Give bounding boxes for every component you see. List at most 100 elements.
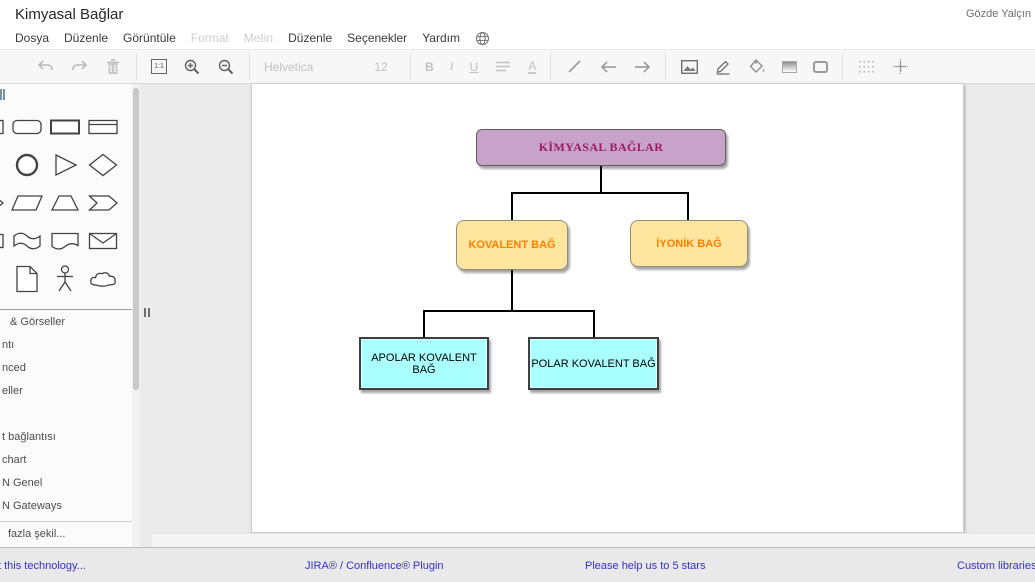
shape-envelope[interactable]: [84, 222, 122, 260]
section-gorseller[interactable]: & Görseller: [10, 315, 66, 328]
edge-kovalent-branch[interactable]: [423, 310, 595, 312]
node-polar-kovalent-bag[interactable]: POLAR KOVALENT BAĞ: [528, 337, 659, 390]
toolbar-style-group: [666, 58, 842, 76]
grid-icon[interactable]: [857, 58, 875, 76]
shape-note-clipped[interactable]: [0, 260, 8, 298]
toolbar-font-group: Helvetica 12: [250, 60, 410, 74]
node-apolar-kovalent-bag[interactable]: APOLAR KOVALENT BAĞ: [359, 337, 489, 390]
shape-diamond[interactable]: [84, 146, 122, 184]
shape-rectangle-titled[interactable]: [84, 108, 122, 146]
shape-parallelogram[interactable]: [8, 184, 46, 222]
shape-rectangle-clipped[interactable]: [0, 108, 8, 146]
sidebar-scrollbar-thumb[interactable]: [133, 88, 139, 390]
arrow-right-icon[interactable]: [633, 58, 651, 76]
edge-root-stem[interactable]: [600, 166, 602, 192]
shape-sections: & Görseller ntı nced eller t bağlantısı …: [0, 310, 133, 521]
section-flowchart[interactable]: chart: [2, 453, 27, 466]
horizontal-scrollbar[interactable]: [152, 533, 1035, 547]
image-icon[interactable]: [680, 58, 698, 76]
section-bpmn-gateways[interactable]: N Gateways: [2, 499, 62, 512]
edge-kovalent-apolar[interactable]: [423, 310, 425, 337]
section-bpmn-genel[interactable]: N Genel: [2, 476, 43, 489]
sidebar-collapse-handle[interactable]: [144, 308, 150, 317]
shape-rect-clipped[interactable]: [0, 222, 8, 260]
menu-duzenle-2[interactable]: Düzenle: [288, 31, 333, 45]
node-kimyasal-baglar[interactable]: KİMYASAL BAĞLAR: [476, 129, 726, 166]
technology-link[interactable]: t this technology...: [0, 560, 86, 572]
section-nti[interactable]: ntı: [2, 338, 15, 351]
shape-step-clipped[interactable]: [0, 184, 8, 222]
draw-color-icon[interactable]: [714, 58, 732, 76]
header: Kimyasal Bağlar Gözde Yalçın Dosya Düzen…: [0, 0, 1035, 49]
gradient-icon[interactable]: [782, 60, 798, 73]
jira-confluence-link[interactable]: JIRA® / Confluence® Plugin: [305, 560, 444, 572]
clipped-search-fragment: [0, 89, 5, 100]
toolbar-history-group: [22, 58, 136, 76]
toolbar: 1:1 Helvetica 12 B I U: [0, 49, 1035, 84]
toolbar-text-style-group: B I U A: [411, 58, 550, 76]
shape-sidebar: & Görseller ntı nced eller t bağlantısı …: [0, 84, 140, 547]
shape-trapezoid[interactable]: [46, 184, 84, 222]
edge-root-branch[interactable]: [511, 192, 689, 194]
line-icon[interactable]: [565, 58, 583, 76]
font-color-icon[interactable]: A: [528, 58, 537, 74]
font-size-select[interactable]: 12: [374, 59, 388, 74]
undo-icon[interactable]: [36, 58, 54, 76]
italic-icon[interactable]: I: [449, 59, 454, 73]
user-name: Gözde Yalçın: [966, 8, 1032, 20]
shape-note[interactable]: [8, 260, 46, 298]
node-iyonik-bag[interactable]: İYONİK BAĞ: [630, 220, 748, 267]
fill-color-icon[interactable]: [748, 58, 766, 76]
shape-palette: [0, 108, 122, 298]
toolbar-grid-group: [843, 58, 923, 76]
align-icon[interactable]: [494, 58, 512, 76]
shape-ellipse[interactable]: [8, 146, 46, 184]
statusbar: t this technology... JIRA® / Confluence®…: [0, 547, 1035, 582]
guides-icon[interactable]: [891, 58, 909, 76]
menu-secenekler[interactable]: Seçenekler: [347, 31, 408, 45]
edge-root-iyonik[interactable]: [687, 192, 689, 220]
section-eller[interactable]: eller: [2, 384, 23, 397]
edge-root-kovalent[interactable]: [511, 192, 513, 220]
more-shapes-link[interactable]: fazla şekil...: [8, 528, 66, 540]
menu-duzenle[interactable]: Düzenle: [64, 31, 109, 45]
drawing-page[interactable]: KİMYASAL BAĞLAR KOVALENT BAĞ İYONİK BAĞ …: [251, 84, 964, 533]
shape-cloud[interactable]: [84, 260, 122, 298]
menu-goruntule[interactable]: Görüntüle: [123, 31, 176, 45]
zoom-in-icon[interactable]: [183, 58, 201, 76]
menu-dosya[interactable]: Dosya: [15, 31, 50, 45]
menu-metin: Metin: [243, 31, 274, 45]
rate-us-link[interactable]: Please help us to 5 stars: [585, 560, 706, 572]
shadow-outline-icon[interactable]: [813, 60, 829, 73]
shape-ellipse-clipped[interactable]: [0, 146, 8, 184]
document-title: Kimyasal Bağlar: [15, 6, 124, 23]
arrow-left-icon[interactable]: [599, 58, 617, 76]
toolbar-divider: [665, 53, 667, 80]
bold-icon[interactable]: B: [425, 59, 434, 74]
canvas-area[interactable]: KİMYASAL BAĞLAR KOVALENT BAĞ İYONİK BAĞ …: [140, 84, 1035, 547]
section-baglantisi[interactable]: t bağlantısı: [2, 430, 56, 443]
shape-actor[interactable]: [46, 260, 84, 298]
shape-document[interactable]: [46, 222, 84, 260]
edge-kovalent-stem[interactable]: [511, 270, 513, 310]
zoom-out-icon[interactable]: [217, 58, 235, 76]
toolbar-divider: [249, 53, 250, 80]
delete-icon[interactable]: [104, 58, 122, 76]
custom-libraries-link[interactable]: Custom libraries: [957, 560, 1035, 572]
shape-step[interactable]: [84, 184, 122, 222]
shape-rounded-rectangle[interactable]: [8, 108, 46, 146]
edge-kovalent-polar[interactable]: [593, 310, 595, 337]
shape-rectangle[interactable]: [46, 108, 84, 146]
shape-triangle[interactable]: [46, 146, 84, 184]
redo-icon[interactable]: [70, 58, 88, 76]
section-clipped[interactable]: [0, 402, 133, 425]
language-globe-icon[interactable]: [475, 31, 490, 46]
underline-icon[interactable]: U: [469, 59, 479, 74]
fit-page-icon[interactable]: 1:1: [151, 59, 167, 74]
section-advanced[interactable]: nced: [2, 361, 26, 374]
font-family-select[interactable]: Helvetica: [264, 59, 314, 74]
node-kovalent-bag[interactable]: KOVALENT BAĞ: [456, 220, 568, 270]
menu-yardim[interactable]: Yardım: [422, 31, 460, 45]
shape-tape[interactable]: [8, 222, 46, 260]
